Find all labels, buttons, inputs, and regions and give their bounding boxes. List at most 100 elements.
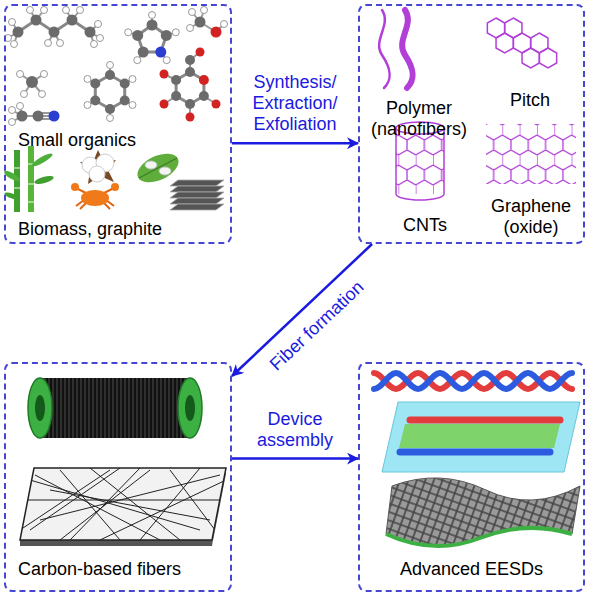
fiber-mat bbox=[60, 470, 120, 540]
flow-arrow bbox=[232, 457, 358, 460]
crab-picture bbox=[71, 183, 79, 191]
bamboo-picture bbox=[14, 167, 20, 168]
pyrrole-molecule bbox=[128, 15, 176, 60]
glucose-molecule bbox=[171, 55, 209, 109]
methane-molecule bbox=[17, 71, 24, 78]
glucose-molecule bbox=[160, 100, 169, 109]
arrow-label: Fiber formation bbox=[266, 277, 368, 375]
fiber-mat bbox=[140, 468, 200, 540]
glucose-molecule bbox=[160, 48, 221, 122]
pyrrole-molecule bbox=[172, 29, 179, 36]
benzene-molecule bbox=[120, 96, 130, 106]
leaf-cocoon-picture bbox=[159, 167, 171, 175]
pyrrole-molecule bbox=[161, 30, 172, 41]
benzene-molecule bbox=[84, 102, 91, 109]
fiber-mat bbox=[20, 470, 110, 530]
acetonitrile-molecule bbox=[17, 111, 28, 122]
glucose-molecule bbox=[164, 52, 216, 117]
stage-panel: Small organicsBiomass, graphite bbox=[4, 4, 232, 244]
pentane-molecule bbox=[5, 7, 104, 48]
pentane-molecule bbox=[31, 15, 42, 26]
cotton-picture bbox=[80, 150, 116, 184]
crab-picture bbox=[104, 203, 110, 209]
graphite-picture bbox=[170, 198, 224, 204]
planar-fiber-device bbox=[382, 402, 580, 472]
benzene-molecule bbox=[129, 76, 136, 83]
pentane-molecule bbox=[67, 15, 78, 26]
glucose-molecule bbox=[171, 91, 181, 101]
pitch-molecule bbox=[496, 33, 513, 53]
benzene-molecule bbox=[84, 62, 136, 122]
bamboo-picture bbox=[28, 201, 34, 202]
methane-molecule bbox=[39, 91, 46, 98]
benzene-molecule bbox=[84, 62, 136, 122]
cotton-picture bbox=[89, 166, 105, 182]
methanol-molecule bbox=[211, 27, 222, 38]
panel-label: Biomass, graphite bbox=[18, 219, 223, 240]
graphite-picture bbox=[170, 186, 224, 192]
planar-fiber-device bbox=[400, 449, 550, 456]
pentane-molecule bbox=[91, 41, 98, 48]
pentane-molecule bbox=[95, 21, 102, 28]
glucose-molecule bbox=[185, 99, 195, 109]
pitch-molecule bbox=[522, 48, 539, 68]
pitch-molecule bbox=[487, 18, 556, 68]
benzene-molecule bbox=[105, 70, 115, 80]
arrow-label: Device assembly bbox=[245, 409, 345, 451]
bamboo-picture bbox=[34, 175, 55, 186]
fiber-mat bbox=[20, 468, 226, 540]
crab-picture bbox=[76, 188, 114, 209]
graphite-picture bbox=[170, 204, 224, 210]
fiber-mat bbox=[60, 470, 150, 540]
bamboo-picture bbox=[14, 187, 20, 188]
fiber-spool bbox=[28, 378, 202, 438]
panel-label: Advanced EESDs bbox=[368, 559, 575, 580]
glucose-molecule bbox=[212, 100, 221, 109]
pyrrole-molecule bbox=[132, 20, 172, 58]
benzene-molecule bbox=[107, 115, 114, 122]
panel-label: Pitch bbox=[490, 90, 570, 111]
graphene-sheet bbox=[486, 124, 576, 184]
benzene-molecule bbox=[84, 76, 91, 83]
methane-molecule bbox=[17, 71, 48, 98]
glucose-molecule bbox=[186, 113, 195, 122]
planar-fiber-device bbox=[399, 424, 560, 448]
glucose-molecule bbox=[171, 75, 181, 85]
connector-group bbox=[232, 143, 372, 458]
pentane-molecule bbox=[8, 10, 100, 44]
stage-panel: Advanced EESDs bbox=[358, 362, 585, 592]
benzene-molecule bbox=[90, 79, 100, 89]
benzene-molecule bbox=[90, 96, 100, 106]
acetonitrile-molecule bbox=[17, 103, 24, 110]
cotton-picture bbox=[80, 150, 116, 184]
pentane-molecule bbox=[9, 19, 16, 26]
pyrrole-molecule bbox=[155, 47, 166, 58]
pentane-molecule bbox=[85, 27, 96, 38]
pentane-molecule bbox=[13, 27, 24, 38]
acetonitrile-molecule bbox=[49, 111, 60, 122]
pyrrole-molecule bbox=[125, 29, 132, 36]
glucose-molecule bbox=[160, 70, 169, 79]
glucose-molecule bbox=[185, 55, 195, 65]
fiber-spool bbox=[178, 378, 202, 438]
panel-label: CNTs bbox=[380, 215, 470, 236]
panel-label: Small organics bbox=[18, 130, 223, 151]
benzene-molecule bbox=[129, 102, 136, 109]
pentane-molecule bbox=[97, 35, 104, 42]
fiber-mat bbox=[20, 540, 212, 546]
methane-molecule bbox=[26, 76, 38, 88]
planar-fiber-device bbox=[382, 402, 580, 472]
stage-panel: Polymer (nanofibers)PitchCNTsGraphene (o… bbox=[358, 4, 585, 244]
textile-device bbox=[386, 478, 580, 546]
bamboo-picture bbox=[28, 146, 34, 212]
methanol-molecule bbox=[221, 21, 228, 28]
pentane-molecule bbox=[41, 7, 48, 14]
graphite-picture bbox=[170, 180, 224, 186]
crab-picture bbox=[80, 203, 86, 209]
pitch-molecule bbox=[539, 48, 556, 68]
pyrrole-molecule bbox=[163, 57, 170, 64]
fiber-mat bbox=[170, 470, 215, 530]
glucose-molecule bbox=[160, 48, 221, 122]
pentane-molecule bbox=[57, 40, 64, 47]
